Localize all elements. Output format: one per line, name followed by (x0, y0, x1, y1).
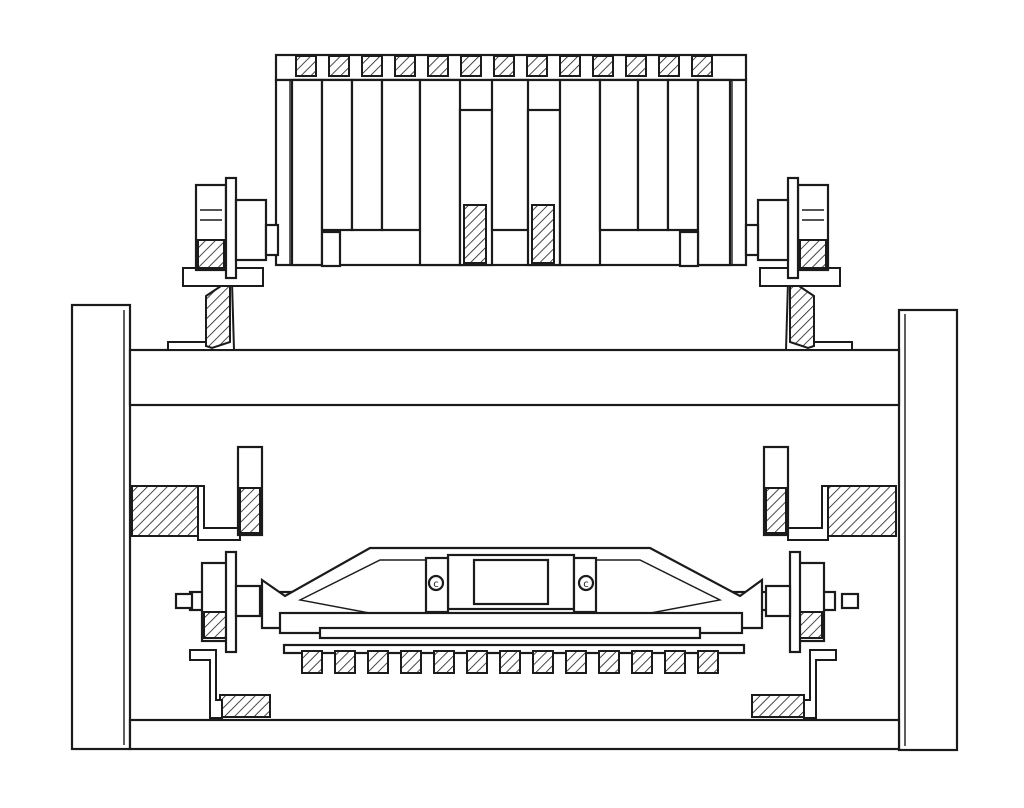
upper-assembly (167, 53, 853, 351)
left-bolt-marker: c (433, 579, 439, 590)
right-lower-rail-bracket (751, 649, 837, 719)
lower-left-wheel (200, 550, 262, 654)
central-housing-window (472, 558, 550, 606)
right-bolt-marker: c (583, 579, 589, 590)
right-bolt-icon (577, 574, 595, 592)
upper-teeth (295, 55, 713, 77)
middle-brackets (131, 445, 897, 541)
lower-right-wheel (764, 550, 826, 654)
right-upper-rail-bracket (759, 267, 853, 351)
upper-drum-slats (290, 78, 732, 267)
lower-teeth (301, 650, 719, 674)
left-middle-bracket (131, 445, 264, 541)
axle-end-left (174, 592, 194, 610)
right-middle-bracket (762, 445, 897, 541)
upper-cross-beam (128, 348, 901, 407)
upper-right-wheel (678, 176, 830, 280)
left-lower-rail-bracket (189, 649, 271, 719)
left-bolt-icon (427, 574, 445, 592)
frame (70, 303, 959, 752)
upper-left-wheel (194, 176, 342, 280)
left-upper-rail-bracket (167, 267, 264, 351)
upper-inner-block-right (531, 204, 555, 264)
axle-end-right (840, 592, 860, 610)
carriage-deck-lip (318, 626, 702, 640)
lower-cross-beam (128, 718, 901, 751)
lower-assembly: c c (174, 546, 860, 719)
right-column (897, 308, 959, 752)
upper-inner-block-left (463, 204, 487, 264)
left-column (70, 303, 132, 751)
